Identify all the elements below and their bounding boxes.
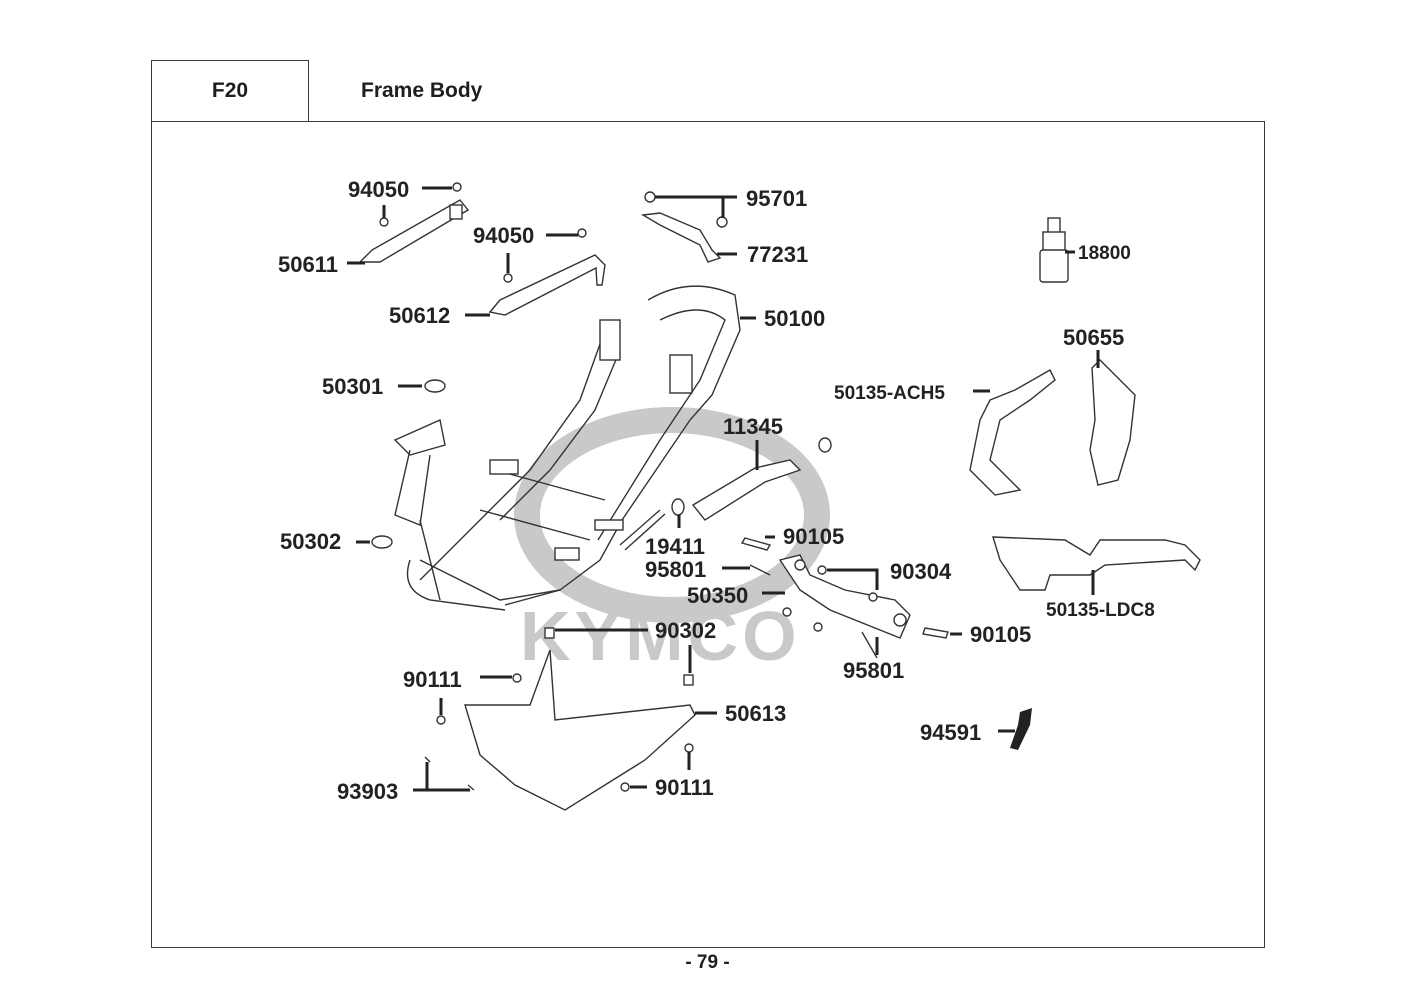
part-label: 50301 bbox=[322, 374, 383, 399]
part-label: 94050 bbox=[348, 177, 409, 202]
part-50613-undercover bbox=[424, 627, 696, 811]
part-label: 50350 bbox=[687, 583, 748, 608]
watermark-text: KYMCO bbox=[520, 597, 801, 675]
part-label: 90304 bbox=[890, 559, 952, 584]
part-label: 90111 bbox=[655, 775, 714, 800]
part-label: 50611 bbox=[278, 252, 338, 277]
part-label: 95701 bbox=[746, 186, 807, 211]
leader-lines bbox=[347, 186, 1100, 792]
bracket-77231 bbox=[640, 212, 722, 263]
section-title: Frame Body bbox=[361, 78, 483, 102]
part-50655-plate bbox=[1089, 359, 1136, 486]
part-label: 90302 bbox=[655, 618, 716, 643]
part-label: 94050 bbox=[473, 223, 534, 248]
part-50350-hanger bbox=[740, 537, 949, 659]
part-label: 77231 bbox=[747, 242, 808, 267]
part-label: 95801 bbox=[645, 557, 706, 582]
part-50135-ldc8 bbox=[992, 536, 1201, 591]
main-frame-part bbox=[393, 285, 741, 611]
diagram-frame bbox=[151, 121, 1265, 948]
part-label: 11345 bbox=[723, 414, 783, 439]
part-label: 18800 bbox=[1078, 243, 1131, 264]
part-label: 90111 bbox=[403, 667, 462, 692]
part-label: 50100 bbox=[764, 306, 825, 331]
part-label: 90105 bbox=[970, 622, 1031, 647]
part-label: 95801 bbox=[843, 658, 904, 683]
section-code: F20 bbox=[151, 60, 309, 121]
bracket-50611 bbox=[358, 199, 470, 263]
page-number: - 79 - bbox=[685, 952, 730, 973]
part-label: 50135-LDC8 bbox=[1046, 600, 1155, 621]
part-18800-cylinder bbox=[1039, 217, 1069, 283]
part-50135-ach5 bbox=[969, 369, 1056, 496]
part-labels: 94050 50611 94050 50612 95701 77231 5010… bbox=[278, 177, 1155, 804]
part-label: 50302 bbox=[280, 529, 341, 554]
part-label: 50655 bbox=[1063, 325, 1124, 350]
part-label: 90105 bbox=[783, 524, 844, 549]
part-label: 93903 bbox=[337, 779, 398, 804]
bracket-50612 bbox=[488, 254, 606, 316]
watermark-ellipse bbox=[514, 407, 830, 623]
part-label: 50612 bbox=[389, 303, 450, 328]
part-label: 19411 bbox=[645, 534, 705, 559]
kymco-watermark: KYMCO bbox=[514, 407, 830, 675]
part-bearings bbox=[371, 379, 446, 549]
part-label: 50613 bbox=[725, 701, 786, 726]
part-94591 bbox=[1010, 708, 1032, 750]
bolt-icons bbox=[379, 182, 728, 283]
part-11345-hose bbox=[691, 437, 832, 521]
part-label: 94591 bbox=[920, 720, 981, 745]
part-label: 50135-ACH5 bbox=[834, 383, 945, 404]
